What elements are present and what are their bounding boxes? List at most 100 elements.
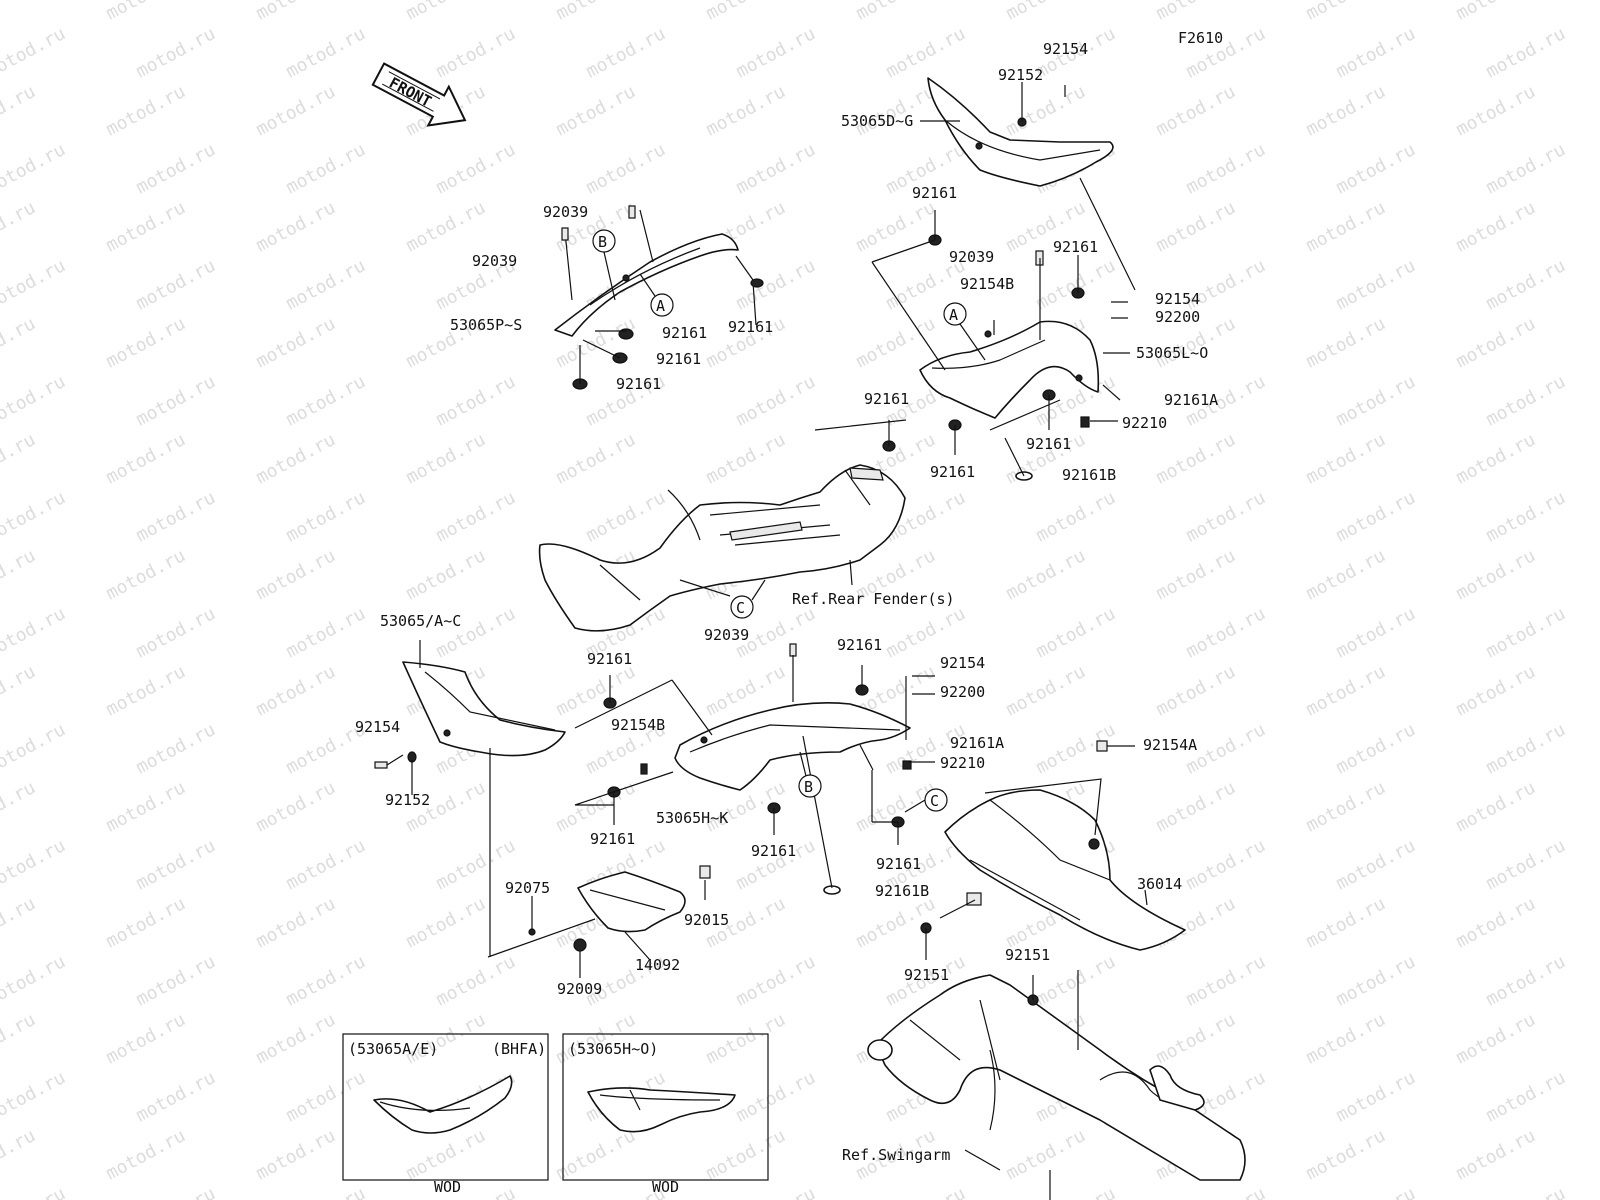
watermark-text: motod.ru [1332, 255, 1418, 314]
watermark-text: motod.ru [1182, 139, 1268, 198]
part-labels: 92154 92152 53065D~G 92161 92039 92161 9… [355, 40, 1218, 1164]
label-92161-f: 92161 [662, 324, 707, 342]
label-92154-r: 92154 [1155, 290, 1200, 308]
watermark-text: motod.ru [0, 545, 39, 604]
watermark-text: motod.ru [402, 0, 488, 24]
watermark-text: motod.ru [852, 777, 938, 836]
watermark-text: motod.ru [1482, 835, 1568, 894]
watermark-text: motod.ru [1182, 487, 1268, 546]
watermark-text: motod.ru [702, 429, 788, 488]
watermark-text: motod.ru [552, 1125, 638, 1184]
watermark-text: motod.ru [552, 777, 638, 836]
label-92151-a: 92151 [904, 966, 949, 984]
watermark-text: motod.ru [0, 1067, 69, 1126]
label-92161-g: 92161 [728, 318, 773, 336]
label-92154A: 92154A [1143, 736, 1197, 754]
watermark-text: motod.ru [732, 951, 818, 1010]
label-92039-c: 92039 [472, 252, 517, 270]
watermark-text: motod.ru [432, 487, 518, 546]
watermark-text: motod.ru [432, 371, 518, 430]
watermark-text: motod.ru [1452, 1009, 1538, 1068]
label-92015: 92015 [684, 911, 729, 929]
tag-B-label-top: B [598, 233, 607, 251]
watermark-text: motod.ru [1182, 1183, 1268, 1200]
label-ref-rear-fender: Ref.Rear Fender(s) [792, 590, 955, 608]
watermark-text: motod.ru [0, 0, 39, 24]
label-92200-r: 92200 [1155, 308, 1200, 326]
watermark-text: motod.ru [1482, 371, 1568, 430]
label-92210-m: 92210 [940, 754, 985, 772]
watermark-text: motod.ru [1332, 1183, 1418, 1200]
watermark-text: motod.ru [1332, 371, 1418, 430]
label-92161-j: 92161 [587, 650, 632, 668]
watermark-text: motod.ru [1032, 603, 1118, 662]
watermark-text: motod.ru [1002, 661, 1088, 720]
watermark-text: motod.ru [1482, 951, 1568, 1010]
inset-1-title-left: (53065A/E) [348, 1040, 438, 1058]
label-53065-A-C: 53065/A~C [380, 612, 461, 630]
watermark-text: motod.ru [282, 23, 368, 82]
watermark-text: motod.ru [552, 81, 638, 140]
watermark-text: motod.ru [1032, 255, 1118, 314]
watermark-text: motod.ru [102, 545, 188, 604]
watermark-text: motod.ru [1452, 893, 1538, 952]
label-92161B-r: 92161B [1062, 466, 1116, 484]
watermark-text: motod.ru [0, 429, 39, 488]
watermark-text: motod.ru [0, 777, 39, 836]
watermark-text: motod.ru [402, 893, 488, 952]
watermark-text: motod.ru [1152, 81, 1238, 140]
watermark-text: motod.ru [282, 1067, 368, 1126]
watermark-text: motod.ru [282, 139, 368, 198]
watermark-text: motod.ru [882, 23, 968, 82]
watermark-text: motod.ru [432, 23, 518, 82]
watermark-text: motod.ru [252, 545, 338, 604]
watermark-text: motod.ru [432, 951, 518, 1010]
label-92161-e: 92161 [930, 463, 975, 481]
watermark-text: motod.ru [252, 197, 338, 256]
label-92161-a: 92161 [912, 184, 957, 202]
watermark-text: motod.ru [102, 661, 188, 720]
label-92210-r: 92210 [1122, 414, 1167, 432]
watermark-text: motod.ru [252, 1125, 338, 1184]
watermark-text: motod.ru [0, 719, 69, 778]
watermark-text: motod.ru [1152, 777, 1238, 836]
watermark-text: motod.ru [1302, 81, 1388, 140]
watermark-text: motod.ru [102, 197, 188, 256]
label-53065D-G: 53065D~G [841, 112, 913, 130]
watermark-text: motod.ru [0, 371, 69, 430]
watermark-text: motod.ru [1152, 545, 1238, 604]
watermark-text: motod.ru [0, 603, 69, 662]
watermark-text: motod.ru [282, 603, 368, 662]
watermark-text: motod.ru [1452, 1125, 1538, 1184]
side-cover-lower-left [402, 661, 566, 757]
watermark-text: motod.ru [252, 429, 338, 488]
label-92039-d: 92039 [704, 626, 749, 644]
watermark-text: motod.ru [732, 1183, 818, 1200]
inset-53065H-O: (53065H~O) WOD [562, 1033, 769, 1196]
watermark-text: motod.ru [1482, 1183, 1568, 1200]
watermark-text: motod.ru [0, 835, 69, 894]
label-92161-n: 92161 [876, 855, 921, 873]
watermark-text: motod.ru [582, 487, 668, 546]
watermark-text: motod.ru [252, 313, 338, 372]
label-92161-d: 92161 [1026, 435, 1071, 453]
inset-1-footer: WOD [434, 1178, 461, 1196]
watermark-text: motod.ru [732, 139, 818, 198]
watermark-text: motod.ru [0, 661, 39, 720]
watermark-text: motod.ru [1182, 835, 1268, 894]
circle-tag-B-center: B [798, 774, 822, 798]
watermark-text: motod.ru [1002, 81, 1088, 140]
watermark-text: motod.ru [402, 197, 488, 256]
watermark-text: motod.ru [282, 1183, 368, 1200]
watermark-text: motod.ru [552, 0, 638, 24]
watermark-text: motod.ru [702, 1009, 788, 1068]
label-92161-k: 92161 [837, 636, 882, 654]
watermark-text: motod.ru [1302, 1009, 1388, 1068]
watermark-text: motod.ru [102, 429, 188, 488]
label-92154B-a: 92154B [960, 275, 1014, 293]
watermark-text: motod.ru [402, 429, 488, 488]
watermark-text: motod.ru [1302, 777, 1388, 836]
watermark-text: motod.ru [252, 661, 338, 720]
circle-tag-A-right: A [943, 302, 967, 326]
